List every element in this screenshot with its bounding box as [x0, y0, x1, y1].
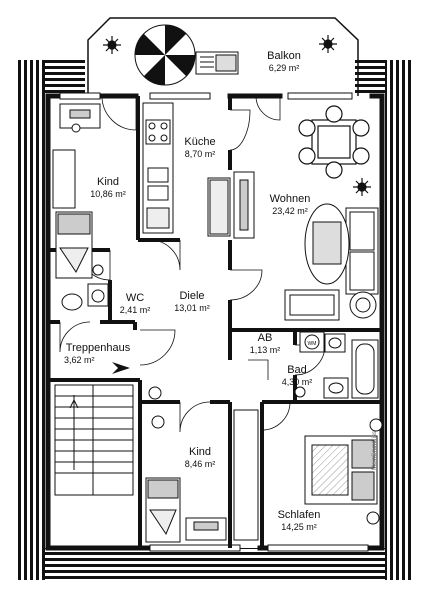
plant-icon: [366, 418, 383, 525]
room-name: Bad: [287, 364, 307, 376]
bathroom-fixtures: [294, 333, 349, 399]
deck-chair-icon: [195, 51, 239, 75]
room-name: WC: [125, 292, 145, 304]
room-area: 13,01 m²: [174, 302, 210, 313]
room-wc: WC 2,41 m²: [112, 292, 158, 315]
wc-fixtures: [61, 283, 109, 311]
plant-icon: [92, 264, 104, 276]
room-area: 1,13 m²: [249, 344, 281, 355]
room-ab: AB 1,13 m²: [240, 332, 290, 355]
room-name: Küche: [184, 136, 216, 148]
parasol-icon: [134, 24, 196, 86]
room-balkon: Balkon 6,29 m²: [254, 50, 314, 73]
room-name: Schlafen: [277, 509, 321, 521]
plant-icon: [349, 291, 377, 319]
bathtub: [351, 339, 379, 399]
room-area: 10,86 m²: [90, 188, 126, 199]
room-area: 6,29 m²: [268, 62, 300, 73]
room-area: 23,42 m²: [272, 205, 308, 216]
bed: [55, 211, 93, 279]
coffee-table: [304, 203, 350, 285]
washing-machine-label: WM: [308, 341, 317, 347]
staircase: [54, 384, 134, 496]
roof-hatching: [15, 60, 413, 580]
room-kueche: Küche 8,70 m²: [170, 136, 230, 159]
dining-table: [298, 105, 370, 179]
room-diele: Diele 13,01 m²: [162, 290, 222, 313]
desk: [59, 103, 101, 133]
room-kind-1: Kind 10,86 m²: [78, 176, 138, 199]
plant-icon: [103, 36, 121, 54]
desk: [185, 517, 227, 541]
room-area: 8,70 m²: [184, 148, 216, 159]
room-treppenhaus: Treppenhaus 3,62 m²: [56, 342, 140, 365]
balcony-outline: [87, 17, 359, 96]
plant-icon: [353, 178, 371, 196]
stair-arrow-icon: [112, 362, 130, 374]
room-name: Balkon: [267, 50, 301, 62]
windows: [59, 92, 369, 552]
room-bad: Bad 4,30 m²: [272, 364, 322, 387]
room-schlafen: Schlafen 14,25 m²: [264, 509, 334, 532]
fridge: [207, 177, 231, 237]
room-area: 2,41 m²: [119, 304, 151, 315]
room-kind-2: Kind 8,46 m²: [170, 446, 230, 469]
kitchen-counter: [142, 102, 174, 234]
room-area: 3,62 m²: [64, 354, 95, 365]
watermark: MeinGrundriss: [372, 430, 378, 470]
room-area: 8,46 m²: [184, 458, 216, 469]
room-name: Diele: [179, 290, 205, 302]
plant-icon: [319, 35, 337, 53]
tv-unit: [233, 171, 255, 239]
room-area: 4,30 m²: [281, 376, 313, 387]
wardrobe: [233, 409, 259, 541]
wardrobe: [52, 149, 76, 209]
double-bed: [304, 435, 378, 505]
room-name: AB: [257, 332, 273, 344]
room-name: Kind: [188, 446, 212, 458]
room-name: Treppenhaus: [65, 342, 131, 354]
bed: [145, 477, 181, 543]
sofa: [345, 207, 379, 295]
room-name: Kind: [96, 176, 120, 188]
room-name: Wohnen: [269, 193, 311, 205]
plant-icon: [148, 386, 165, 429]
washing-machine: [299, 331, 325, 353]
armchair: [284, 289, 340, 321]
room-wohnen: Wohnen 23,42 m²: [258, 193, 322, 216]
room-area: 14,25 m²: [281, 521, 317, 532]
